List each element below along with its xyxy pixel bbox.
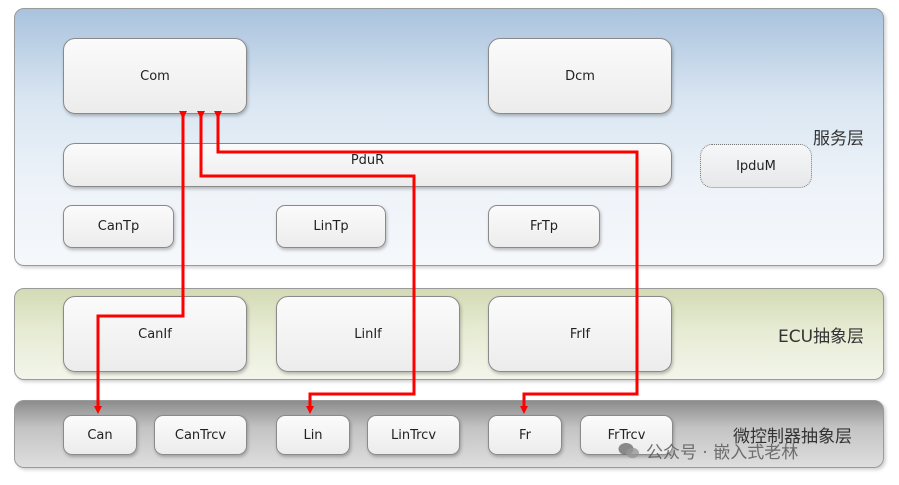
cantrcv-module: CanTrcv — [154, 415, 247, 455]
pdur-module: PduR — [63, 143, 672, 187]
com-module: Com — [63, 38, 247, 114]
mcal-layer-label: 微控制器抽象层 — [733, 427, 852, 447]
cantp-module: CanTp — [63, 205, 174, 248]
lin-module: Lin — [276, 415, 350, 455]
frtp-module: FrTp — [488, 205, 600, 248]
ipdum-module: IpduM — [700, 144, 812, 188]
fr-module: Fr — [488, 415, 562, 455]
frif-module: FrIf — [488, 296, 672, 372]
lintp-module: LinTp — [276, 205, 386, 248]
canif-module: CanIf — [63, 296, 247, 372]
watermark: 公众号 · 嵌入式老林 — [618, 438, 798, 463]
dcm-module: Dcm — [488, 38, 672, 114]
ecu-layer-label: ECU抽象层 — [778, 327, 865, 347]
lintrcv-module: LinTrcv — [367, 415, 460, 455]
wechat-icon — [618, 442, 639, 458]
watermark-text: 公众号 · 嵌入式老林 — [646, 443, 799, 463]
linif-module: LinIf — [276, 296, 460, 372]
pdur-label: PduR — [350, 153, 385, 168]
can-module: Can — [63, 415, 137, 455]
service-layer-label: 服务层 — [813, 129, 864, 149]
